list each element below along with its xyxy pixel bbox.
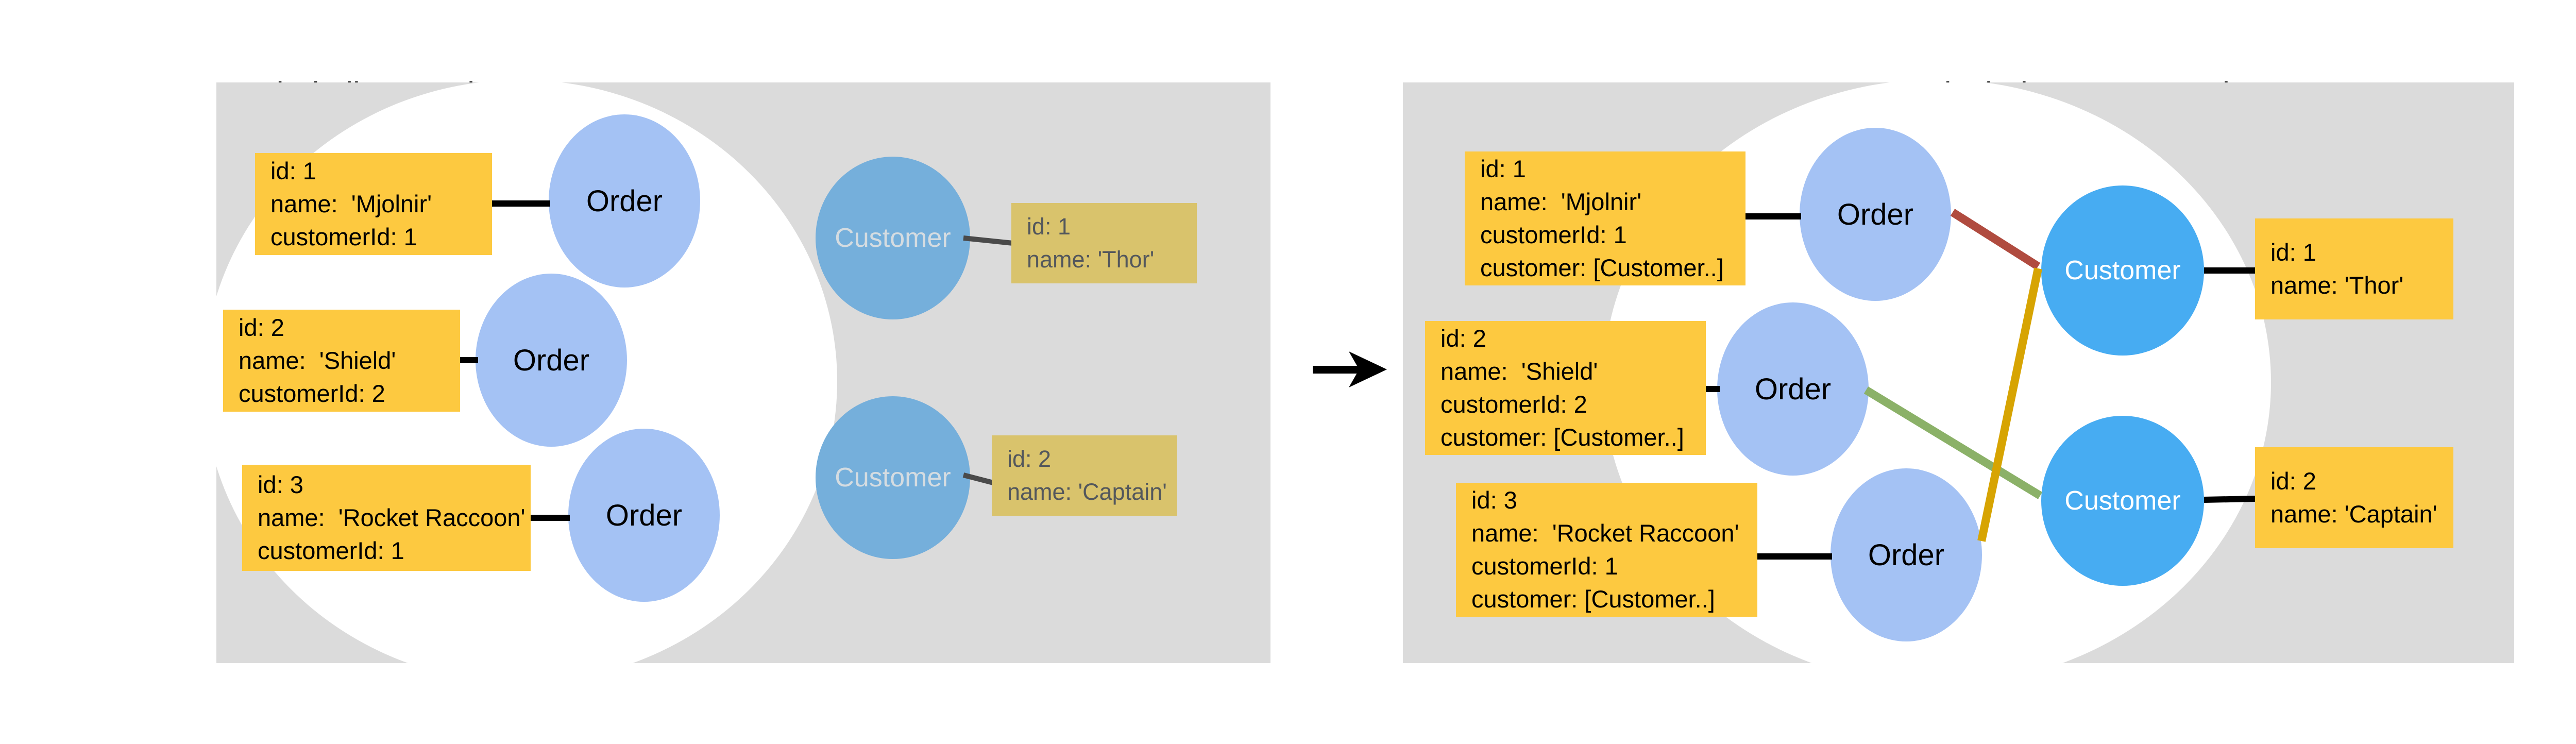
order-record-box: id: 2 name: 'Shield' customerId: 2 custo… bbox=[1425, 321, 1706, 455]
record-line: customer: [Customer..] bbox=[1480, 254, 1724, 281]
customer-node: Customer bbox=[2041, 416, 2204, 586]
record-line: id: 1 bbox=[270, 157, 316, 184]
order-node: Order bbox=[1717, 302, 1869, 476]
record-line: id: 3 bbox=[258, 471, 303, 498]
customer-record-box: id: 2 name: 'Captain' bbox=[2255, 447, 2453, 548]
record-line: customerId: 1 bbox=[258, 537, 404, 564]
order-node: Order bbox=[476, 274, 627, 447]
order-node-label: Order bbox=[586, 184, 663, 218]
record-line: id: 3 bbox=[1471, 486, 1517, 514]
record-line: customerId: 1 bbox=[270, 223, 417, 250]
customer-record-box-faded: id: 1 name: 'Thor' bbox=[1011, 203, 1197, 283]
record-line: customerId: 2 bbox=[1440, 391, 1587, 418]
record-line: customer: [Customer..] bbox=[1471, 585, 1715, 613]
record-line: name: 'Mjolnir' bbox=[1480, 188, 1642, 215]
order-record-box: id: 1 name: 'Mjolnir' customerId: 1 bbox=[255, 153, 492, 255]
record-line: id: 2 bbox=[239, 314, 284, 341]
record-line: id: 1 bbox=[1480, 155, 1526, 182]
customer-node-label: Customer bbox=[2064, 486, 2181, 516]
order-node-label: Order bbox=[1754, 372, 1832, 406]
record-line: id: 1 bbox=[2270, 239, 2316, 266]
order-node: Order bbox=[568, 429, 720, 602]
order-record-box: id: 3 name: 'Rocket Raccoon' customerId:… bbox=[1456, 483, 1757, 617]
customer-node-label: Customer bbox=[835, 463, 951, 493]
order-node-label: Order bbox=[513, 343, 590, 377]
record-line: customerId: 2 bbox=[239, 380, 385, 407]
record-line: name: 'Captain' bbox=[1007, 479, 1167, 505]
order-node: Order bbox=[1800, 128, 1951, 301]
order-node-label: Order bbox=[605, 498, 683, 532]
record-line: name: 'Rocket Raccoon' bbox=[1471, 519, 1739, 547]
customer-record-box-faded: id: 2 name: 'Captain' bbox=[992, 435, 1177, 516]
record-line: name: 'Thor' bbox=[2270, 272, 2404, 299]
customer-node-faded: Customer bbox=[816, 396, 970, 559]
record-line: id: 2 bbox=[1007, 446, 1052, 472]
record-line: customerId: 1 bbox=[1471, 552, 1618, 580]
record-line: customer: [Customer..] bbox=[1440, 424, 1684, 451]
order-record-box: id: 3 name: 'Rocket Raccoon' customerId:… bbox=[242, 465, 531, 571]
customer-record-box: id: 1 name: 'Thor' bbox=[2255, 218, 2453, 319]
record-line: customerId: 1 bbox=[1480, 221, 1627, 248]
record-line: id: 2 bbox=[2270, 467, 2316, 495]
customer-node: Customer bbox=[2041, 185, 2204, 356]
record-line: id: 2 bbox=[1440, 325, 1486, 352]
order-node-label: Order bbox=[1868, 538, 1945, 572]
customer-node-faded: Customer bbox=[816, 157, 970, 319]
order-node: Order bbox=[549, 114, 700, 288]
record-line: name: 'Rocket Raccoon' bbox=[258, 504, 526, 531]
customer-node-label: Customer bbox=[2064, 256, 2181, 285]
order-node: Order bbox=[1831, 468, 1982, 641]
record-line: name: 'Mjolnir' bbox=[270, 190, 432, 217]
order-node-label: Order bbox=[1837, 197, 1914, 231]
order-record-box: id: 1 name: 'Mjolnir' customerId: 1 cust… bbox=[1465, 151, 1745, 285]
record-line: name: 'Shield' bbox=[239, 347, 396, 374]
record-line: id: 1 bbox=[1027, 213, 1071, 240]
arrow-right-icon bbox=[1313, 351, 1387, 387]
order-record-box: id: 2 name: 'Shield' customerId: 2 bbox=[223, 310, 460, 412]
record-line: name: 'Thor' bbox=[1027, 246, 1155, 273]
record-line: name: 'Captain' bbox=[2270, 500, 2437, 528]
customer-node-label: Customer bbox=[835, 223, 951, 253]
record-line: name: 'Shield' bbox=[1440, 358, 1598, 385]
